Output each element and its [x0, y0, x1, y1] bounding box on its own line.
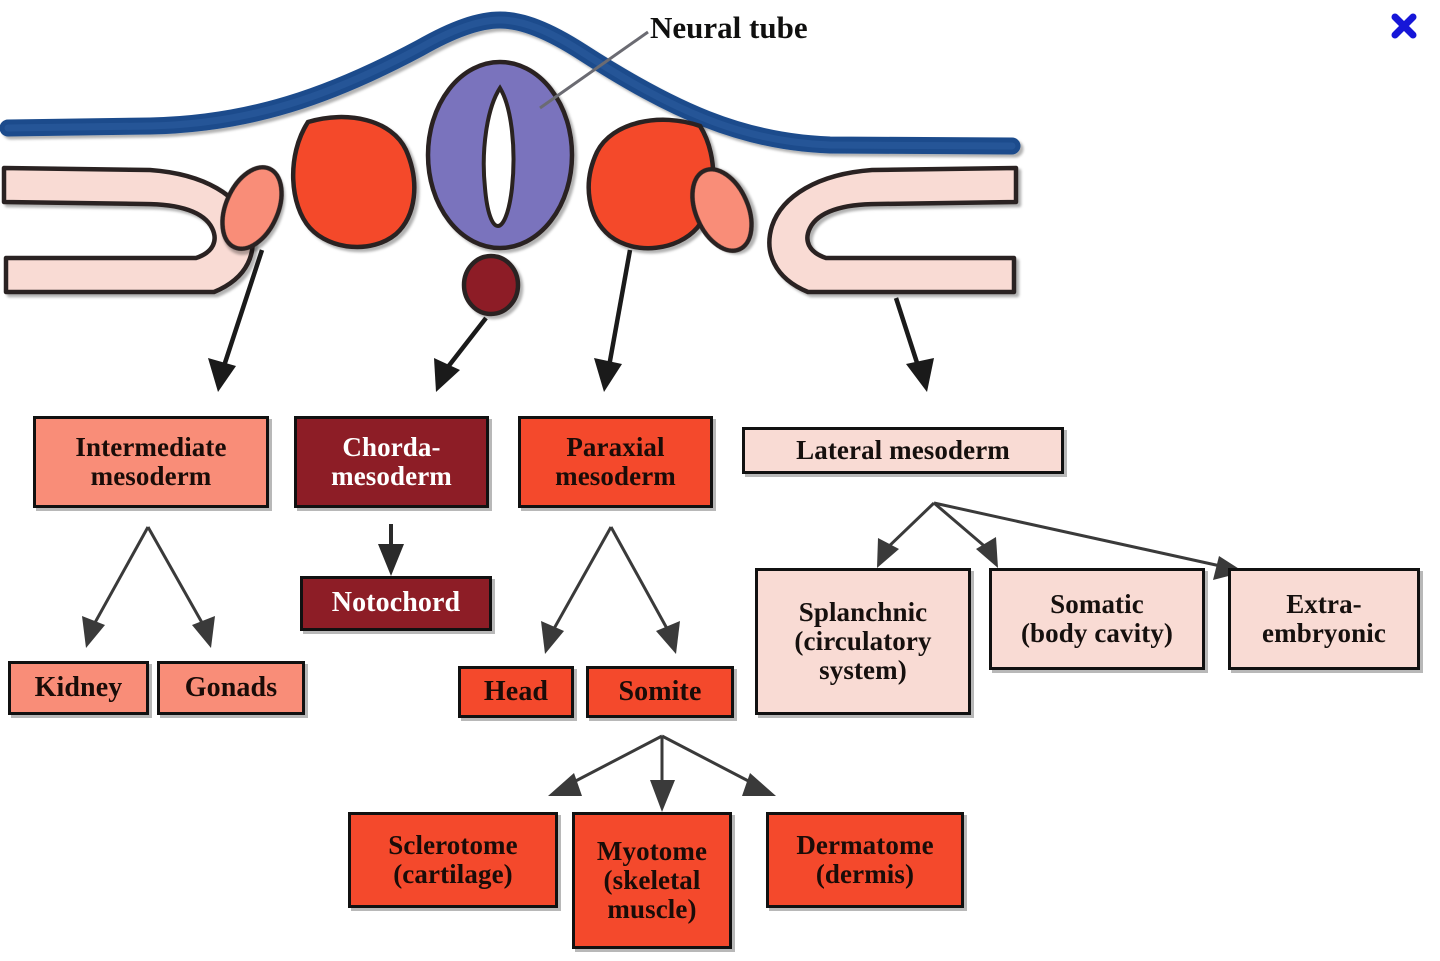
- close-button[interactable]: [1384, 6, 1424, 46]
- close-x-icon[interactable]: [1387, 9, 1421, 43]
- box-gonads[interactable]: Gonads: [157, 661, 305, 715]
- arrow-group-somite-to-derivatives: [548, 734, 776, 812]
- box-lateral-mesoderm[interactable]: Lateral mesoderm: [742, 427, 1064, 474]
- box-head[interactable]: Head: [458, 666, 574, 718]
- box-splanchnic[interactable]: Splanchnic (circulatory system): [755, 568, 971, 715]
- box-intermediate-mesoderm[interactable]: Intermediate mesoderm: [33, 416, 269, 508]
- lateral-plate-left: [1, 165, 255, 295]
- box-somatic[interactable]: Somatic (body cavity): [989, 568, 1205, 670]
- ectoderm-layer: [0, 11, 1021, 155]
- box-myotome[interactable]: Myotome (skeletal muscle): [572, 812, 732, 949]
- lateral-plate-right: [767, 165, 1019, 295]
- intermediate-mesoderm-blob-right: [690, 167, 754, 253]
- arrow-group-paraxial-to-derivatives: [541, 526, 680, 654]
- arrow-group-anatomy-to-level1: [208, 249, 934, 392]
- notochord-structure: [461, 253, 521, 317]
- neural-tube-leader-line: [539, 30, 649, 110]
- box-somite[interactable]: Somite: [586, 666, 734, 718]
- arrow-chorda-to-notochord: [378, 524, 404, 576]
- neural-tube-label: Neural tube: [650, 10, 808, 45]
- box-notochord[interactable]: Notochord: [300, 576, 492, 631]
- arrow-group-intermediate-to-derivatives: [82, 526, 215, 648]
- paraxial-mesoderm-blob-left: [290, 114, 417, 250]
- box-kidney[interactable]: Kidney: [8, 661, 149, 715]
- box-dermatome[interactable]: Dermatome (dermis): [766, 812, 964, 908]
- box-sclerotome[interactable]: Sclerotome (cartilage): [348, 812, 558, 908]
- paraxial-mesoderm-blob-right: [586, 117, 716, 251]
- neural-tube-structure: [425, 59, 575, 251]
- intermediate-mesoderm-blob-left: [220, 165, 284, 251]
- box-chorda-mesoderm[interactable]: Chorda- mesoderm: [294, 416, 489, 508]
- box-extra-embryonic[interactable]: Extra- embryonic: [1228, 568, 1420, 670]
- box-paraxial-mesoderm[interactable]: Paraxial mesoderm: [518, 416, 713, 508]
